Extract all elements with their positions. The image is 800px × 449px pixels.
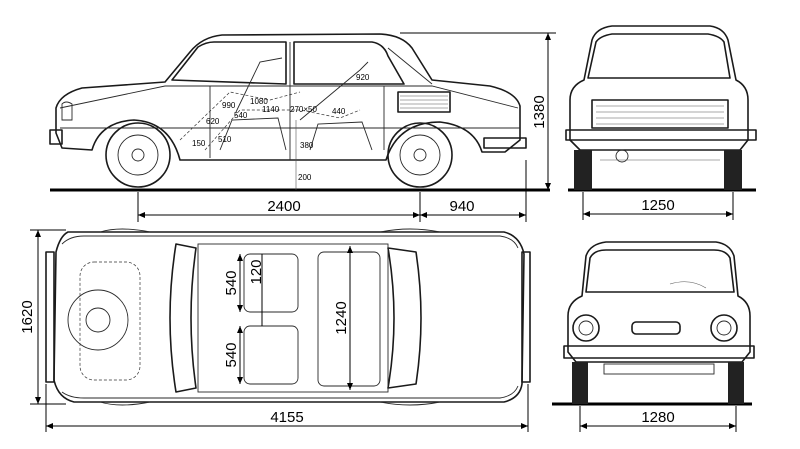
front-body-outline	[567, 241, 751, 363]
top-belt-lower	[61, 385, 519, 399]
rear-vent-grille	[397, 91, 451, 113]
interior-dimension-lines	[179, 57, 373, 190]
front-track-dimension: 1280	[579, 406, 737, 432]
headlight-side	[61, 101, 73, 121]
label-540: 540	[234, 111, 248, 120]
front-wheel-side	[105, 122, 171, 188]
rear-axle-hub	[615, 149, 629, 163]
label-440: 440	[332, 107, 346, 116]
overall-width-dimension: 1620	[19, 229, 66, 405]
label-380: 380	[300, 141, 314, 150]
overall-length-value: 4155	[270, 409, 303, 426]
rear-bumper	[483, 137, 527, 149]
rear-wheel-side	[387, 122, 453, 188]
front-view: 1280	[552, 241, 755, 432]
rear-light-panel	[591, 99, 729, 129]
seat-width-dimensions: 540 540 120	[223, 254, 265, 384]
label-200: 200	[298, 173, 312, 182]
front-bumper	[49, 129, 63, 145]
rear-left-tire	[574, 150, 592, 190]
side-belt-line	[59, 85, 519, 109]
spare-wheel	[67, 261, 141, 381]
front-left-tire	[572, 362, 588, 404]
top-front-bumper	[45, 251, 55, 383]
front-grille	[631, 321, 681, 335]
wheelbase-dimension: 2400 940	[137, 160, 527, 222]
rear-track-value: 1250	[641, 197, 674, 214]
label-920: 920	[356, 73, 370, 82]
top-roof	[197, 243, 389, 393]
label-150: 150	[192, 139, 206, 148]
interior-labels: 990 1080 1140 540 620 150 270×50 440 510…	[192, 73, 370, 182]
label-620: 620	[206, 117, 220, 126]
rear-track-dimension: 1250	[582, 192, 734, 220]
rear-grille-slats	[596, 105, 724, 125]
interior-width-dimension: 1240	[333, 246, 353, 390]
label-1140: 1140	[262, 105, 280, 114]
overall-length-dimension: 4155	[45, 384, 529, 432]
seat-width-rear-value: 540	[223, 342, 240, 367]
seat-width-front-value: 540	[223, 270, 240, 295]
steering-wheel	[669, 281, 707, 289]
side-view: 990 1080 1140 540 620 150 270×50 440 510…	[49, 32, 556, 222]
label-990: 990	[222, 101, 236, 110]
windshield-front	[585, 249, 735, 293]
rear-window	[293, 41, 405, 85]
front-window	[171, 41, 287, 85]
label-270x50: 270×50	[290, 105, 317, 114]
height-dimension: 1380	[400, 32, 556, 190]
rear-view: 1250	[565, 25, 757, 220]
top-view: 1240 540 540 120 1620	[19, 228, 531, 432]
rear-bumper-back	[565, 129, 757, 141]
height-value: 1380	[531, 95, 548, 128]
top-rear-glass	[387, 247, 422, 389]
door-lines	[209, 42, 385, 160]
front-seats-top	[243, 253, 299, 385]
top-belt-upper	[61, 235, 519, 249]
front-headlights	[572, 314, 738, 342]
rear-right-tire	[724, 150, 742, 190]
label-510: 510	[218, 135, 232, 144]
front-bumper-front	[563, 345, 755, 359]
front-track-value: 1280	[641, 409, 674, 426]
rear-overhang-value: 940	[449, 198, 474, 215]
rear-body-outline	[569, 25, 749, 151]
seat-gap-value: 120	[248, 259, 265, 284]
wheelbase-value: 2400	[267, 198, 300, 215]
interior-width-value: 1240	[333, 301, 350, 334]
top-body-outline	[53, 231, 525, 403]
top-windshield	[169, 243, 197, 393]
overall-width-value: 1620	[19, 300, 36, 333]
rear-screen	[587, 33, 731, 79]
front-right-tire	[728, 362, 744, 404]
label-1080: 1080	[250, 97, 268, 106]
top-rear-bumper	[521, 251, 531, 383]
side-body-outline	[55, 33, 521, 161]
front-valance	[603, 363, 715, 375]
top-wheel-arches	[99, 228, 441, 406]
c-pillar	[387, 47, 433, 85]
